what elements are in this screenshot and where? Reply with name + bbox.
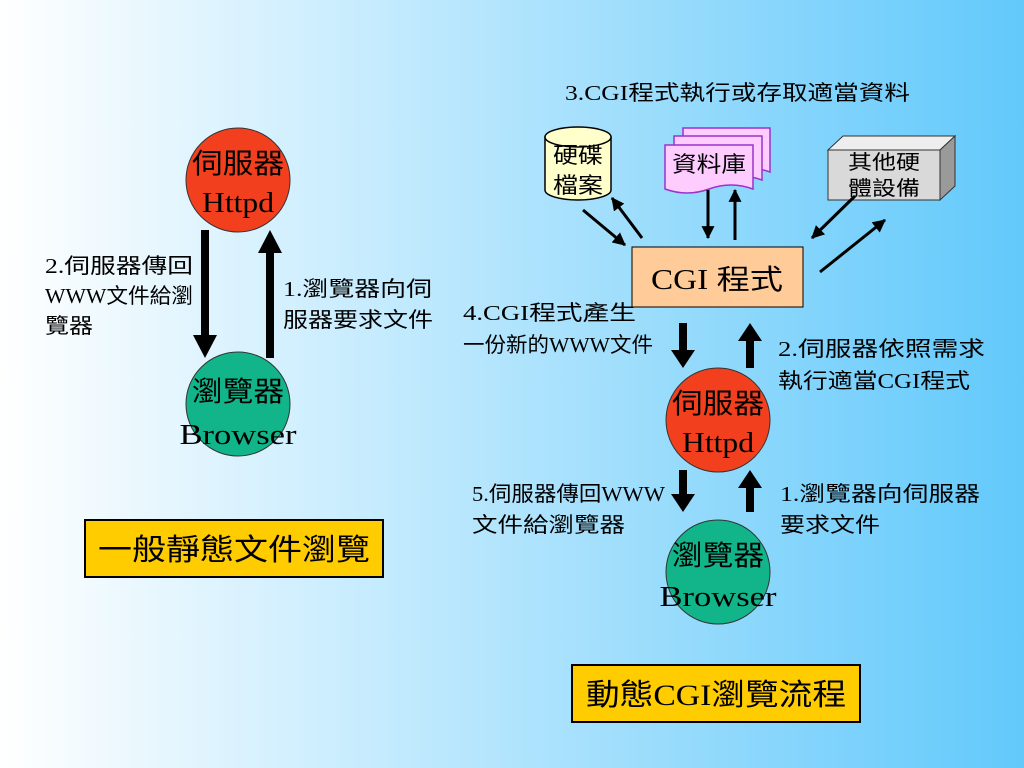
browser-label: 瀏覽器 [672,540,764,572]
hardware-box-icon: 其他硬 體設備 [826,134,957,202]
up-arrow-request [738,470,762,512]
server-label: 伺服器 [672,388,764,420]
dynamic-step2-line1: 2.伺服器依照需求 [778,337,985,361]
down-arrow-response [671,470,695,512]
browser-sublabel: Browser [660,582,778,613]
cgi-program-label: CGI 程式 [651,264,783,296]
step3-title: 3.CGI程式執行或存取適當資料 [565,81,910,105]
server-label: 伺服器 [192,148,284,180]
dynamic-step1-line1: 1.瀏覽器向伺服器 [780,482,980,506]
dynamic-step1-line2: 要求文件 [780,513,880,537]
static-step1-line1: 1.瀏覽器向伺 [283,277,432,301]
dynamic-server-node: 伺服器 Httpd [665,367,771,473]
box-front-face [827,149,941,201]
dynamic-caption-box: 動態CGI瀏覽流程 [571,664,861,723]
cgi-box-background [631,246,804,308]
hard-disk-cylinder-icon: 硬碟 檔案 [544,126,612,201]
static-flow: 伺服器 Httpd 2.伺服器傳回 WWW文件給瀏 覽器 1.瀏覽器向伺 服器要… [45,127,433,578]
box-top-face [826,135,957,151]
disk-label-line2: 檔案 [553,173,603,198]
static-step1-line2: 服器要求文件 [283,308,433,332]
cylinder-body [544,136,612,201]
step5-line1: 5.伺服器傳回WWW [472,482,665,506]
step4-line2: 一份新的WWW文件 [463,333,653,357]
arrow-hardware-to-cgi [810,194,857,240]
dynamic-browser-node: 瀏覽器 Browser [660,519,778,625]
up-arrow-request [258,230,282,358]
down-arrow-response [193,230,217,358]
static-caption-box: 一般靜態文件瀏覽 [84,519,384,578]
browser-label: 瀏覽器 [192,376,284,408]
dynamic-flow: 3.CGI程式執行或存取適當資料 硬碟 檔案 資料庫 其他硬 體設備 [463,81,985,723]
down-arrow-cgi-output [671,323,695,368]
server-circle [185,127,291,233]
browser-circle [665,519,771,625]
server-circle [665,367,771,473]
arrow-cgi-to-disk [610,197,644,239]
server-sublabel: Httpd [682,428,754,459]
database-label: 資料庫 [672,152,746,177]
caption-background [571,664,861,723]
static-server-node: 伺服器 Httpd [185,127,291,233]
browser-sublabel: Browser [180,420,298,451]
step4-line1: 4.CGI程式產生 [463,301,636,325]
caption-text: 動態CGI瀏覽流程 [586,679,846,712]
arrow-cgi-to-hardware [819,218,886,274]
hardware-label-line1: 其他硬 [848,151,920,174]
server-sublabel: Httpd [202,188,274,219]
static-step2-line1: 2.伺服器傳回 [45,254,193,278]
caption-text: 一般靜態文件瀏覽 [98,534,370,567]
arrow-disk-to-cgi [582,208,626,247]
step5-line2: 文件給瀏覽器 [472,513,625,537]
static-step2-line2: WWW文件給瀏 [45,284,193,308]
database-documents-icon: 資料庫 [664,127,771,194]
disk-label-line1: 硬碟 [553,143,603,168]
dynamic-step2-line2: 執行適當CGI程式 [778,369,970,393]
cgi-program-box: CGI 程式 [631,246,804,308]
hardware-label-line2: 體設備 [848,177,920,200]
cylinder-top [544,126,612,148]
document-page-front [664,144,754,194]
up-arrow-run-cgi [738,323,762,368]
caption-background [84,519,384,578]
browser-circle [185,351,291,457]
static-step2-line3: 覽器 [45,314,93,338]
static-browser-node: 瀏覽器 Browser [180,351,298,457]
